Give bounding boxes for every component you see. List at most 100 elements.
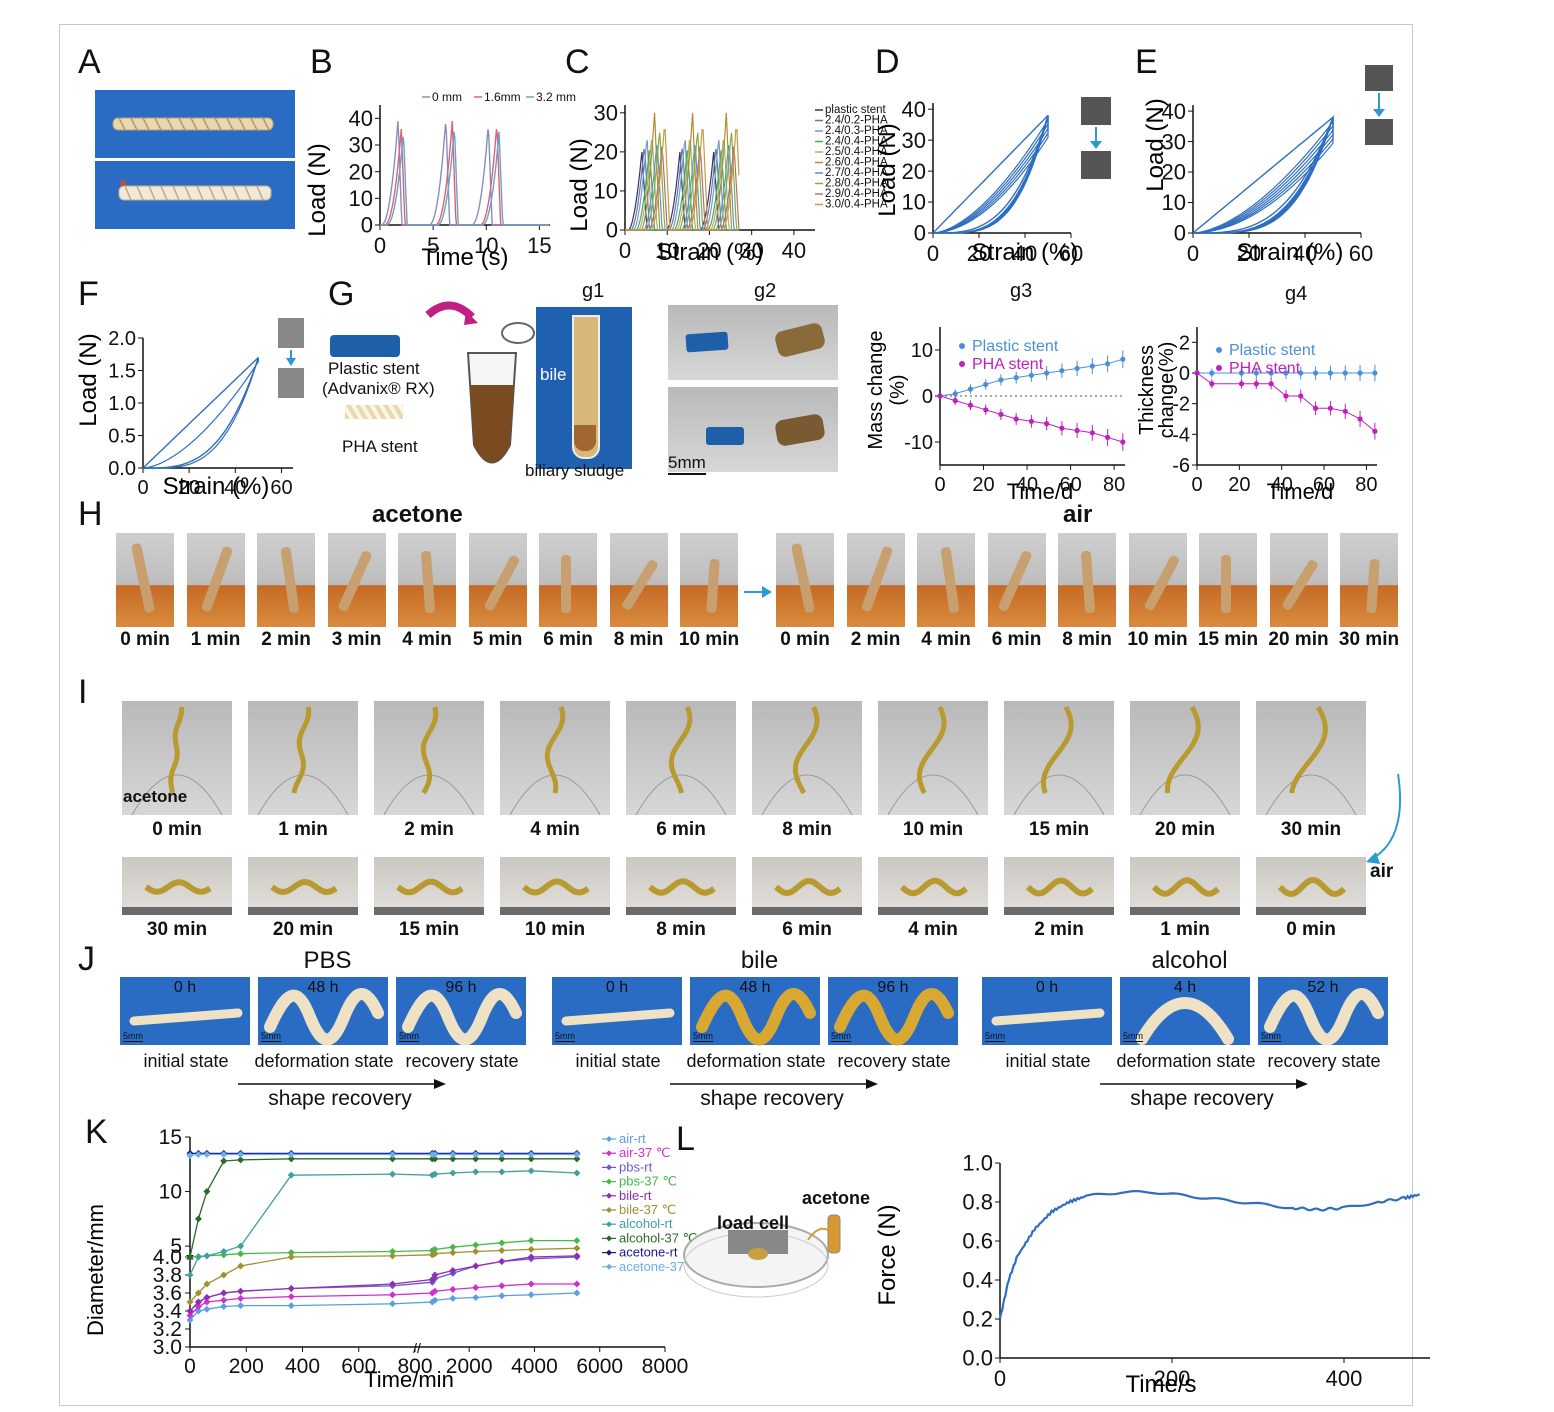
g3-xtick-label: 0 — [934, 474, 945, 496]
f-xtick-label: 60 — [270, 477, 292, 499]
h-time-label: 0 min — [780, 629, 830, 650]
i-photo — [248, 857, 358, 915]
i-time-label: 15 min — [398, 919, 460, 940]
b-legend-label: 1.6mm — [484, 90, 521, 104]
i-time-label: 10 min — [902, 819, 964, 840]
g1-sludge — [574, 425, 596, 451]
e-inset-arrowhead — [1373, 109, 1385, 117]
i-photo — [878, 701, 988, 816]
l-ylabel: Force (N) — [874, 1204, 901, 1305]
j-scale: 5mm — [1123, 1031, 1143, 1042]
e-inset-top — [1365, 65, 1393, 91]
j-state-label: recovery state — [405, 1051, 519, 1071]
c-legend-label: 3.0/0.4-PHA — [825, 199, 888, 211]
i-time-label: 1 min — [278, 819, 328, 840]
g1-sludge-label: biliary sludge — [525, 461, 625, 480]
g4-ytick-label: 2 — [1179, 332, 1190, 354]
i-spring — [1256, 877, 1366, 915]
h-acetone-title: acetone — [372, 501, 463, 528]
j-recovery-arrow — [670, 1079, 878, 1089]
g3-ytick-label: -10 — [904, 432, 933, 454]
l-sample — [748, 1248, 768, 1260]
c-legend-label: 2.4/0.3-PHA — [825, 125, 888, 137]
i-photo — [374, 701, 484, 816]
h-time-label: 8 min — [1062, 629, 1112, 650]
i-time-label: 8 min — [656, 919, 706, 940]
g4-legend-marker — [1216, 365, 1222, 371]
h-strip — [1280, 558, 1319, 612]
g4-label: g4 — [1285, 283, 1308, 305]
i-photo — [626, 857, 736, 915]
l-acetone-label: acetone — [802, 1188, 871, 1208]
k-legend-marker — [606, 1207, 612, 1213]
g1-photo — [536, 307, 632, 469]
f-ytick-label: 1.5 — [108, 361, 136, 383]
k-xtick-label: 2000 — [446, 1355, 493, 1378]
k-series-line — [189, 1239, 577, 1258]
i-air-label: air — [1370, 861, 1394, 882]
k-ytick-label: 4.0 — [153, 1246, 182, 1269]
j-sample — [402, 988, 522, 1046]
g3-series-line — [939, 358, 1123, 397]
h-time-label: 3 min — [331, 629, 382, 650]
e-ytick-label: 30 — [1162, 129, 1186, 154]
h-strip — [420, 550, 436, 614]
h-strip — [620, 558, 659, 612]
j-recovery-label: shape recovery — [268, 1087, 412, 1110]
h-strip — [1143, 554, 1180, 612]
h-time-label: 6 min — [543, 629, 593, 650]
j-group-title: PBS — [303, 947, 352, 974]
d-loop — [932, 114, 1049, 234]
i-photo — [1004, 857, 1114, 915]
g3-legend-marker — [959, 343, 965, 349]
k-ytick-label: 3.6 — [153, 1282, 182, 1305]
h-strip — [200, 545, 233, 613]
b-ytick-label: 0 — [361, 213, 373, 238]
g3-legend-label: PHA stent — [972, 356, 1044, 373]
j-sample — [834, 988, 954, 1046]
k-ytick-label: 15 — [159, 1126, 182, 1149]
i-spring — [1139, 705, 1231, 816]
k-legend-marker — [606, 1136, 612, 1142]
l-xtick-label: 0 — [994, 1366, 1006, 1391]
k-series-line — [189, 1283, 577, 1316]
e-ytick-label: 20 — [1162, 160, 1186, 185]
i-spring — [1130, 877, 1240, 915]
panel-label-i: I — [78, 673, 88, 711]
c-ytick-label: 0 — [606, 218, 618, 243]
k-legend-label: alcohol-37 ℃ — [619, 1230, 697, 1245]
g4-xlabel: Time/d — [1267, 479, 1333, 504]
panel-label-h: H — [78, 495, 103, 533]
l-ytick-label: 0.4 — [962, 1268, 993, 1293]
c-legend-label: plastic stent — [825, 104, 887, 116]
b-legend-label: 0 mm — [432, 90, 462, 104]
j-recovery-label: shape recovery — [700, 1087, 844, 1110]
tube-cap — [501, 322, 535, 344]
h-time-label: 15 min — [1197, 629, 1259, 650]
l-xtick-label: 400 — [1326, 1366, 1363, 1391]
h-photo — [1058, 533, 1116, 627]
stent-a-top — [112, 117, 274, 131]
l-schematic — [683, 1214, 841, 1298]
k-legend-label: air-37 ℃ — [619, 1145, 670, 1160]
k-legend-marker — [606, 1235, 612, 1242]
g2-plastic-top — [685, 331, 729, 353]
b-xlabel: Time (s) — [421, 244, 508, 271]
k-series-line — [189, 1247, 577, 1303]
k-xtick-label: 0 — [184, 1355, 196, 1378]
l-ytick-label: 0.0 — [962, 1346, 993, 1371]
i-photo — [1256, 701, 1366, 816]
k-series-line — [189, 1255, 577, 1312]
h-strip — [280, 546, 300, 614]
k-ylabel: Diameter/mm — [83, 1204, 108, 1336]
f-ytick-label: 2.0 — [108, 328, 136, 350]
j-sample — [991, 1008, 1105, 1026]
i-photo — [1256, 857, 1366, 915]
